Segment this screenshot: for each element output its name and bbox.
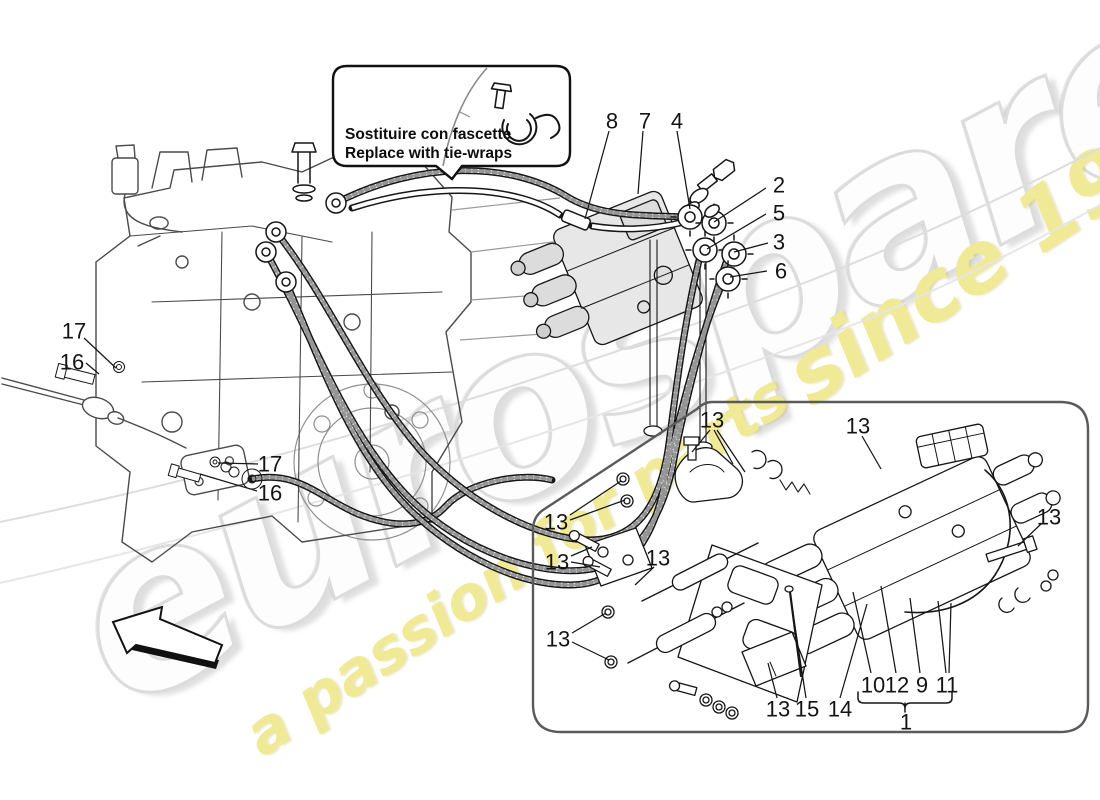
part-number-label[interactable]: 9 bbox=[916, 673, 928, 698]
leader-line bbox=[199, 473, 258, 492]
part-number-label[interactable]: 13 bbox=[846, 414, 870, 439]
leader-line bbox=[767, 662, 778, 699]
tie-wrap-clip-icon bbox=[501, 113, 561, 146]
leader-line bbox=[733, 242, 769, 253]
part-number-label[interactable]: 13 bbox=[1037, 505, 1061, 530]
leader-lines bbox=[83, 130, 1042, 699]
part-number-label[interactable]: 13 bbox=[646, 546, 670, 571]
part-number-label[interactable]: 10 bbox=[861, 673, 885, 698]
direction-arrow bbox=[111, 605, 224, 669]
part-number-label[interactable]: 13 bbox=[700, 408, 724, 433]
leader-line bbox=[83, 337, 117, 369]
leader-line bbox=[637, 130, 644, 195]
part-number-label[interactable]: 17 bbox=[258, 452, 282, 477]
leader-line bbox=[861, 435, 882, 470]
leader-line bbox=[880, 585, 897, 674]
leader-line bbox=[571, 612, 607, 634]
inset-detail-box bbox=[531, 400, 1090, 734]
leader-line bbox=[713, 187, 767, 223]
part-number-label[interactable]: 2 bbox=[773, 173, 785, 198]
part-number-label[interactable]: 13 bbox=[546, 627, 570, 652]
part-number-label[interactable]: 4 bbox=[671, 109, 683, 134]
part-number-label[interactable]: 7 bbox=[639, 109, 651, 134]
leader-line bbox=[570, 546, 593, 557]
leader-line bbox=[691, 429, 711, 453]
part-number-label[interactable]: 8 bbox=[606, 109, 618, 134]
leader-line bbox=[852, 591, 872, 674]
part-number-label[interactable]: 14 bbox=[828, 697, 852, 722]
part-number-label[interactable]: 16 bbox=[258, 481, 282, 506]
part-number-label[interactable]: 17 bbox=[62, 319, 86, 344]
part-number-label[interactable]: 15 bbox=[795, 697, 819, 722]
note-callout-box: Sostituire con fascette Replace with tie… bbox=[331, 64, 572, 181]
part-number-label[interactable]: 11 bbox=[936, 673, 959, 698]
leader-line bbox=[569, 480, 622, 516]
leader-line bbox=[1017, 523, 1042, 547]
note-line-english: Replace with tie-wraps bbox=[345, 145, 512, 162]
leader-line bbox=[839, 603, 868, 699]
part-number-label[interactable]: 16 bbox=[60, 350, 84, 375]
leader-line bbox=[571, 641, 610, 661]
note-line-italian: Sostituire con fascette bbox=[345, 126, 512, 143]
part-number-label[interactable]: 5 bbox=[773, 201, 785, 226]
leader-line bbox=[706, 213, 767, 250]
leader-line bbox=[570, 561, 601, 568]
leader-line bbox=[716, 429, 746, 473]
part-number-label[interactable]: 6 bbox=[775, 259, 787, 284]
leader-line bbox=[85, 362, 100, 375]
leader-line bbox=[569, 499, 626, 521]
inset-actuator-assembly bbox=[568, 423, 1061, 720]
leader-line bbox=[676, 130, 691, 210]
clutch-cable-assembly bbox=[1, 361, 556, 528]
part-number-label[interactable]: 13 bbox=[544, 510, 568, 535]
part-number-label[interactable]: 12 bbox=[885, 673, 909, 698]
leader-line bbox=[713, 429, 734, 465]
leader-line bbox=[909, 597, 921, 674]
part-number-label[interactable]: 13 bbox=[545, 550, 569, 575]
leader-line bbox=[729, 270, 768, 278]
part-number-label[interactable]: 3 bbox=[773, 230, 785, 255]
leader-line bbox=[948, 602, 952, 674]
leader-line bbox=[217, 462, 259, 465]
leader-line bbox=[634, 566, 655, 586]
leader-line bbox=[584, 130, 610, 220]
part-number-label[interactable]: 13 bbox=[766, 697, 790, 722]
leader-line bbox=[789, 593, 807, 699]
group-bracket bbox=[857, 691, 953, 713]
leader-line bbox=[937, 600, 947, 674]
banjo-bolt-cluster bbox=[670, 197, 754, 299]
part-number-label[interactable]: 1 bbox=[900, 710, 912, 735]
